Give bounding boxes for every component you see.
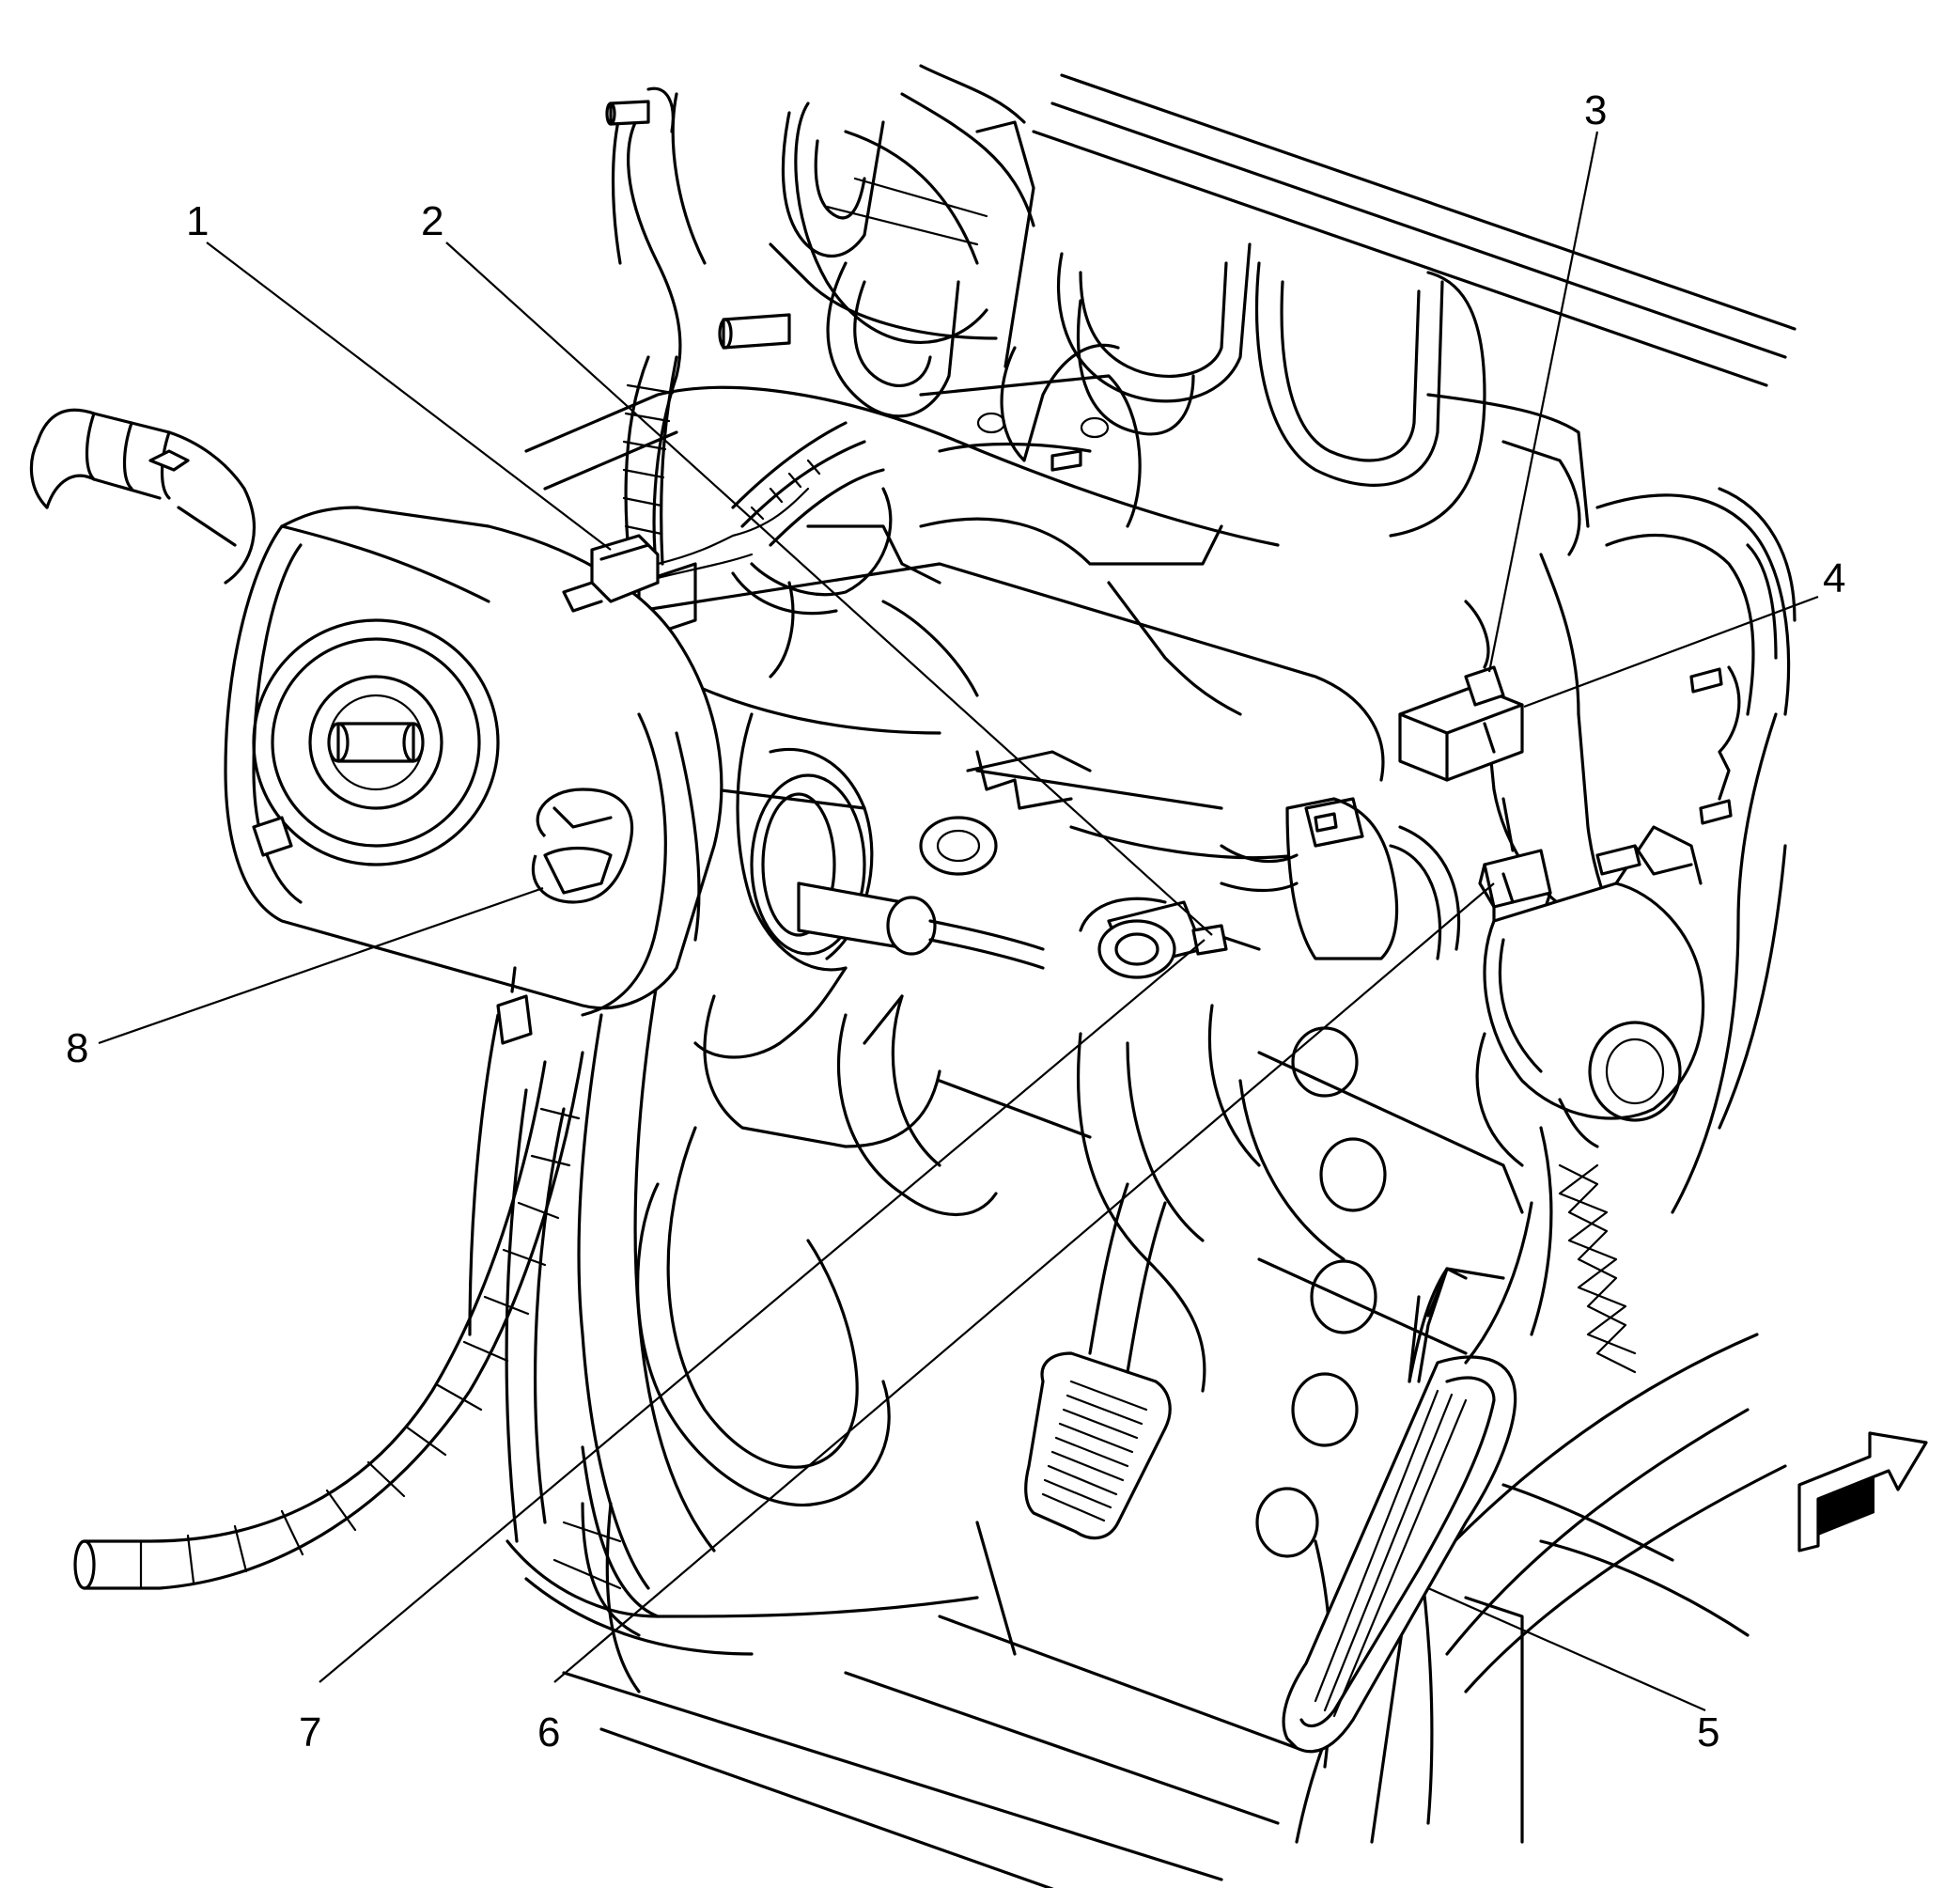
callout-5: 5 [1697,1709,1719,1755]
wiring-harness [73,92,707,1637]
callout-3: 3 [1584,87,1607,133]
callout-6: 6 [537,1709,560,1755]
pedal-module-connectors [1398,600,1705,1148]
callout-8: 8 [66,1025,88,1071]
callout-7: 7 [299,1709,321,1755]
floor-grommets [1255,1026,1387,1558]
leader-1 [206,242,612,551]
steering-column [29,374,1461,1059]
leader-8 [98,886,544,1045]
forward-arrow-icon [1797,1431,1928,1553]
leader-6 [553,882,1495,1683]
dash-panel-structure [769,64,1797,1844]
callout-4: 4 [1823,555,1845,601]
callout-1: 1 [186,198,209,244]
accelerator-pedal [1282,1201,1533,1754]
leader-lines [98,131,1819,1712]
callout-2: 2 [421,198,443,244]
leader-4 [1523,595,1819,709]
callout-labels: 1 2 3 4 5 6 7 8 [66,87,1845,1755]
leader-5 [1427,1586,1706,1712]
leader-2 [445,242,1213,936]
upper-connectors [562,86,1741,825]
floor-tunnel-structure [468,975,1637,1888]
leader-3 [1487,131,1599,673]
leader-7 [319,939,1206,1683]
brake-pedal [1024,1182,1172,1540]
